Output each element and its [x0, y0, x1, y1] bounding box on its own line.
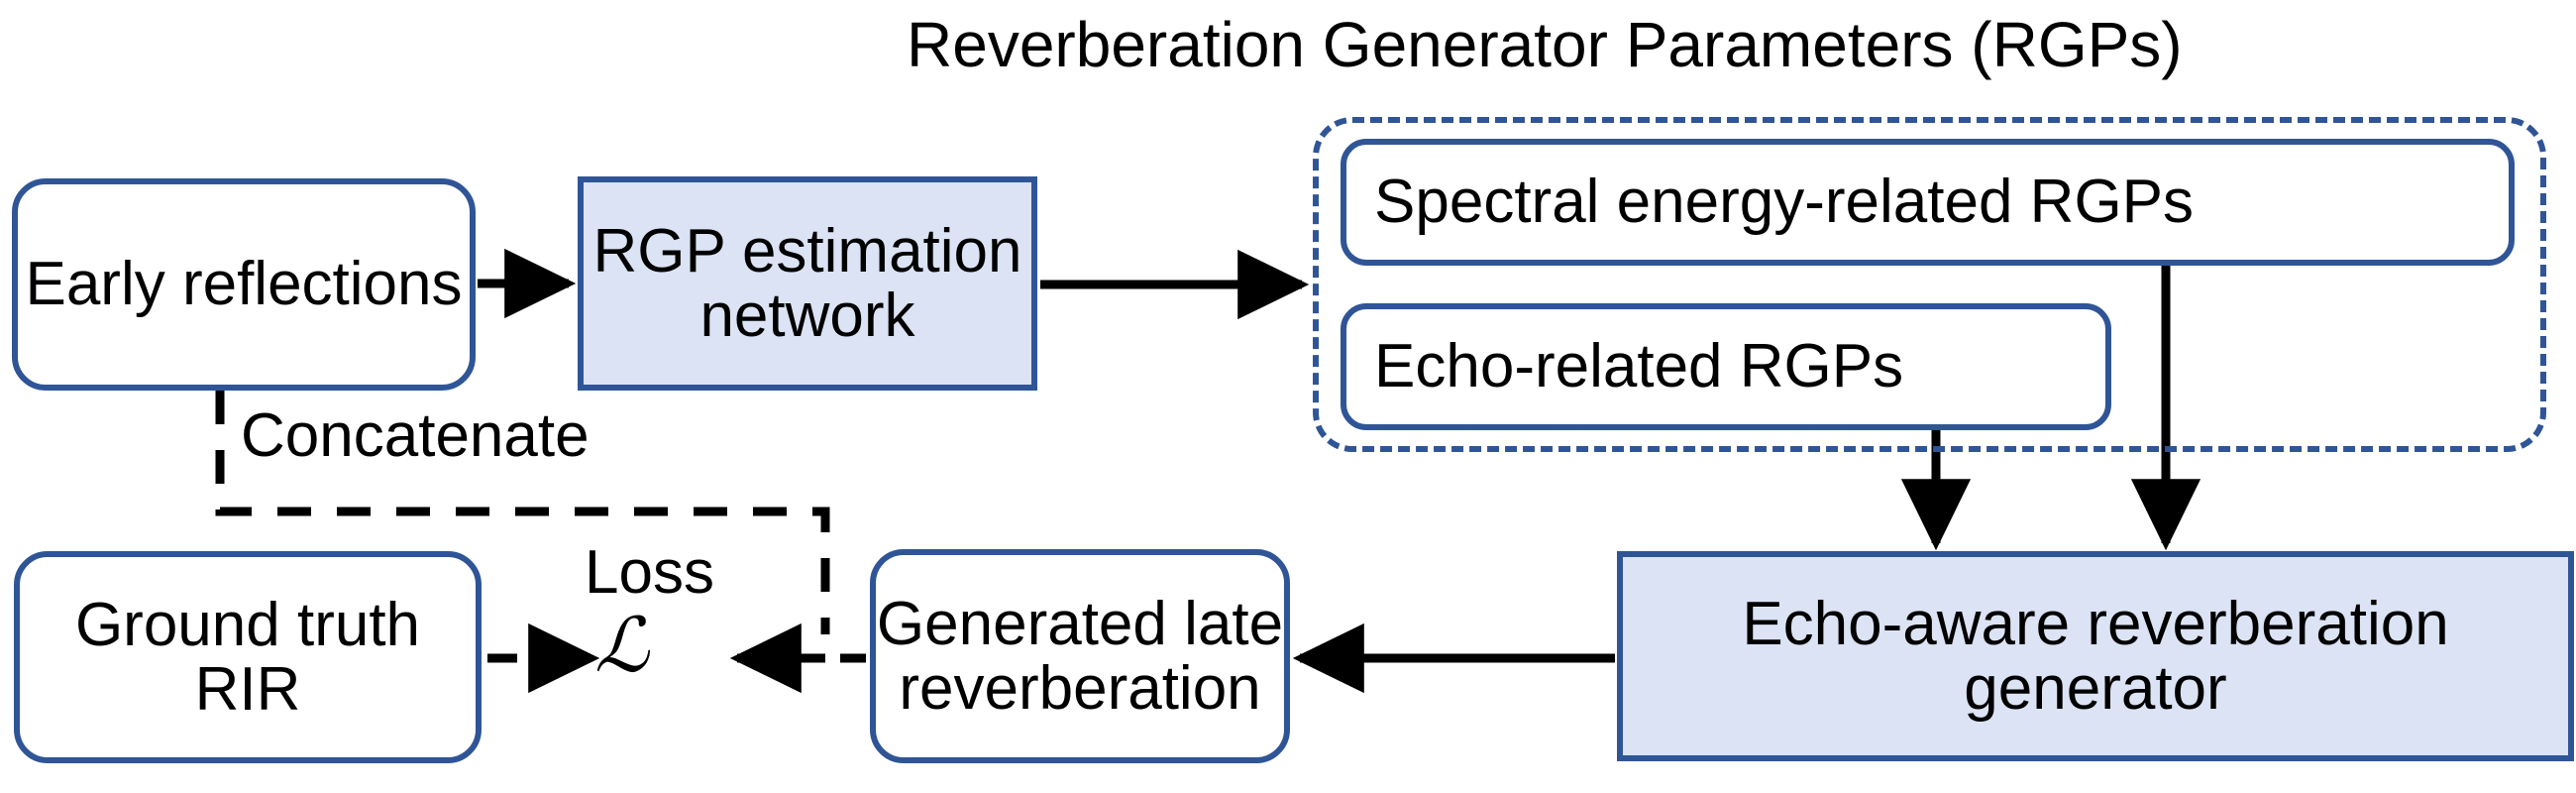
edge-concatenate-dashed	[215, 391, 830, 634]
node-rgp-estimation-network[interactable]: RGP estimation network	[578, 176, 1037, 391]
node-echo-related-rgps[interactable]: Echo-related RGPs	[1341, 303, 2111, 430]
node-early-reflections[interactable]: Early reflections	[12, 178, 476, 391]
node-spectral-energy-related-rgps[interactable]: Spectral energy-related RGPs	[1341, 139, 2515, 266]
edge-label-concatenate: Concatenate	[241, 401, 590, 470]
diagram-title: Reverberation Generator Parameters (RGPs…	[907, 9, 2183, 80]
node-echo-aware-reverberation-generator[interactable]: Echo-aware reverberation generator	[1617, 551, 2574, 761]
rgps-group-container	[1313, 117, 2546, 452]
edge-label-loss: Loss	[585, 538, 714, 607]
node-generated-late-reverberation[interactable]: Generated late reverberation	[870, 549, 1290, 763]
loss-symbol: ℒ	[594, 601, 649, 689]
node-ground-truth-rir[interactable]: Ground truth RIR	[14, 551, 482, 763]
